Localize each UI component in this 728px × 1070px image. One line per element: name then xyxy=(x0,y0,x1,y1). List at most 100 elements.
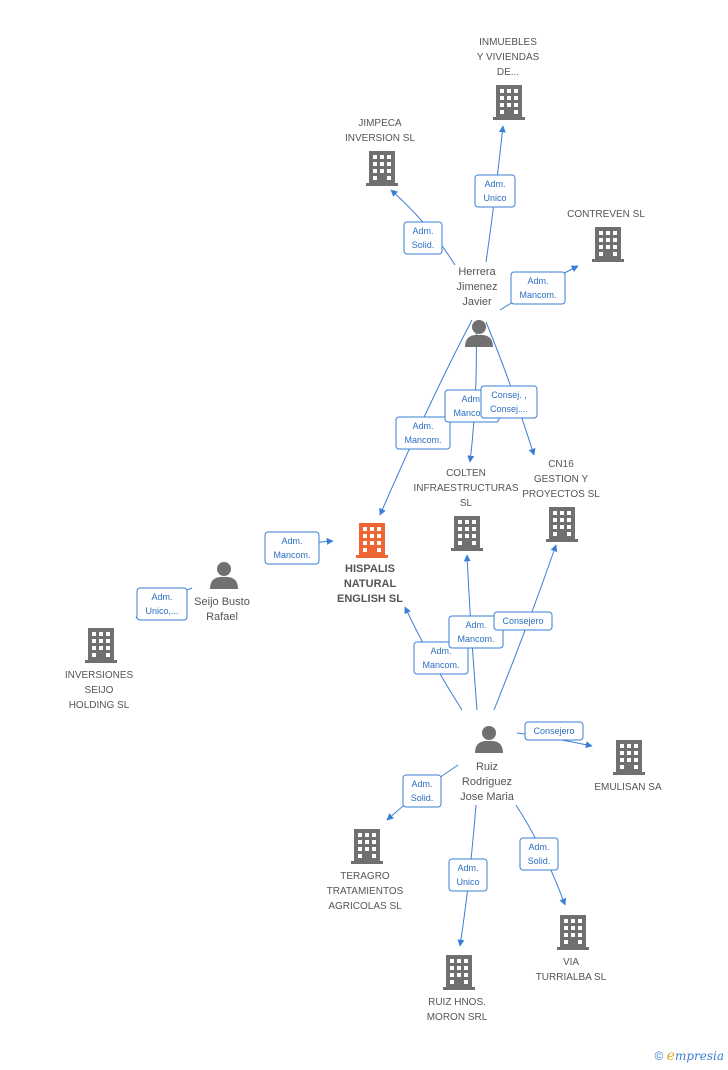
node-label: Seijo Busto xyxy=(194,596,250,608)
node-label: DE... xyxy=(497,67,519,78)
badges-layer: Adm.UnicoAdm.Solid.Adm.Mancom.Adm.Mancom… xyxy=(136,174,584,892)
role-badge-ruiz-ruizhnos[interactable]: Adm.Unico xyxy=(448,858,488,892)
node-inversiones[interactable]: INVERSIONES SEIJO HOLDING SL xyxy=(65,628,134,711)
role-badge-text: Adm. xyxy=(528,842,549,852)
role-badge-text: Consej. , xyxy=(491,390,527,400)
node-emulisan[interactable]: EMULISAN SA xyxy=(594,740,662,793)
role-badge-text: Consejero xyxy=(502,616,543,626)
node-contreven[interactable]: CONTREVEN SL xyxy=(567,209,645,262)
role-badge-box xyxy=(402,774,442,808)
role-badge-herrera-jimpeca[interactable]: Adm. Solid. xyxy=(403,221,443,255)
role-badge-text: Consej.... xyxy=(490,404,528,414)
brand-footer[interactable]: © empresia xyxy=(654,1048,724,1064)
node-label: Y VIVIENDAS xyxy=(477,52,540,63)
role-badge-box xyxy=(519,837,559,871)
role-badge-text: Adm. xyxy=(281,536,302,546)
building-icon xyxy=(451,516,483,551)
building-icon xyxy=(351,829,383,864)
role-badge-ruiz-hispalis[interactable]: Adm.Mancom. xyxy=(413,641,469,675)
role-badge-ruiz-emulisan[interactable]: Consejero xyxy=(524,721,584,741)
role-badge-herrera-contreven[interactable]: Adm.Mancom. xyxy=(510,271,566,305)
role-badge-box xyxy=(474,174,516,208)
role-badge-herrera-inmuebles[interactable]: Adm.Unico xyxy=(474,174,516,208)
node-jimpeca[interactable]: JIMPECA INVERSION SL xyxy=(345,118,415,186)
role-badge-text: Adm. xyxy=(465,620,486,630)
role-badge-ruiz-via[interactable]: Adm.Solid. xyxy=(519,837,559,871)
role-badge-box xyxy=(524,721,584,741)
role-badge-text: Adm. xyxy=(484,179,505,189)
role-badge-seijo-inversiones[interactable]: Adm. Unico,... xyxy=(136,587,188,621)
role-badge-seijo-hispalis[interactable]: Adm. Mancom. xyxy=(264,531,320,565)
node-label: EMULISAN SA xyxy=(594,782,662,793)
role-badge-ruiz-teragro[interactable]: Adm.Solid. xyxy=(402,774,442,808)
role-badge-text: Consejero xyxy=(533,726,574,736)
node-label: Jose Maria xyxy=(460,791,515,803)
role-badge-text: Mancom. xyxy=(273,550,310,560)
person-icon xyxy=(475,726,503,753)
node-label: GESTION Y xyxy=(534,474,589,485)
node-label: NATURAL xyxy=(344,578,397,590)
copyright-icon: © xyxy=(654,1049,664,1063)
role-badge-text: Adm. xyxy=(430,646,451,656)
role-badge-box xyxy=(136,587,188,621)
node-label: AGRICOLAS SL xyxy=(328,901,402,912)
role-badge-ruiz-cn16[interactable]: Consejero xyxy=(493,611,553,631)
building-icon xyxy=(493,85,525,120)
role-badge-text: Solid. xyxy=(412,240,435,250)
building-icon xyxy=(592,227,624,262)
role-badge-box xyxy=(448,858,488,892)
role-badge-text: Adm. xyxy=(412,226,433,236)
role-badge-herrera-cn16[interactable]: Consej. , Consej.... xyxy=(480,385,538,419)
node-label: PROYECTOS SL xyxy=(522,489,600,500)
role-badge-text: Mancom. xyxy=(453,408,490,418)
node-label: CN16 xyxy=(548,459,574,470)
edge-herrera-to-hispalis xyxy=(379,319,473,516)
role-badge-text: Unico,... xyxy=(145,606,178,616)
node-label: INVERSION SL xyxy=(345,133,415,144)
node-label: HISPALIS xyxy=(345,563,395,575)
building-icon xyxy=(356,523,388,558)
building-icon xyxy=(546,507,578,542)
role-badge-box xyxy=(413,641,469,675)
node-label: RUIZ HNOS. xyxy=(428,997,486,1008)
role-badge-box xyxy=(493,611,553,631)
edge-herrera-to-cn16 xyxy=(485,321,536,456)
node-label: Herrera xyxy=(458,266,496,278)
node-label: Rafael xyxy=(206,611,238,623)
node-label: Rodriguez xyxy=(462,776,512,788)
brand-initial: e xyxy=(666,1048,675,1064)
node-label: JIMPECA xyxy=(358,118,402,129)
node-label: Javier xyxy=(462,296,492,308)
building-icon xyxy=(366,151,398,186)
role-badge-text: Mancom. xyxy=(457,634,494,644)
node-label: Ruiz xyxy=(476,761,498,773)
building-icon xyxy=(443,955,475,990)
node-label: TRATAMIENTOS xyxy=(327,886,404,897)
node-label: CONTREVEN SL xyxy=(567,209,645,220)
role-badge-herrera-hispalis[interactable]: Adm.Mancom. xyxy=(395,416,451,450)
node-label: SEIJO xyxy=(85,685,114,696)
brand-name: mpresia xyxy=(674,1049,724,1063)
role-badge-text: Adm. xyxy=(151,592,172,602)
role-badge-text: Adm. xyxy=(461,394,482,404)
role-badge-box xyxy=(403,221,443,255)
role-badge-box xyxy=(395,416,451,450)
node-label: INVERSIONES xyxy=(65,670,134,681)
role-badge-text: Solid. xyxy=(411,793,434,803)
node-label: SL xyxy=(460,498,473,509)
role-badge-text: Unico xyxy=(456,877,479,887)
node-ruizhnos[interactable]: RUIZ HNOS.MORON SRL xyxy=(427,955,488,1023)
node-label: HOLDING SL xyxy=(69,700,130,711)
role-badge-ruiz-colten[interactable]: Adm. Mancom. xyxy=(448,615,504,649)
